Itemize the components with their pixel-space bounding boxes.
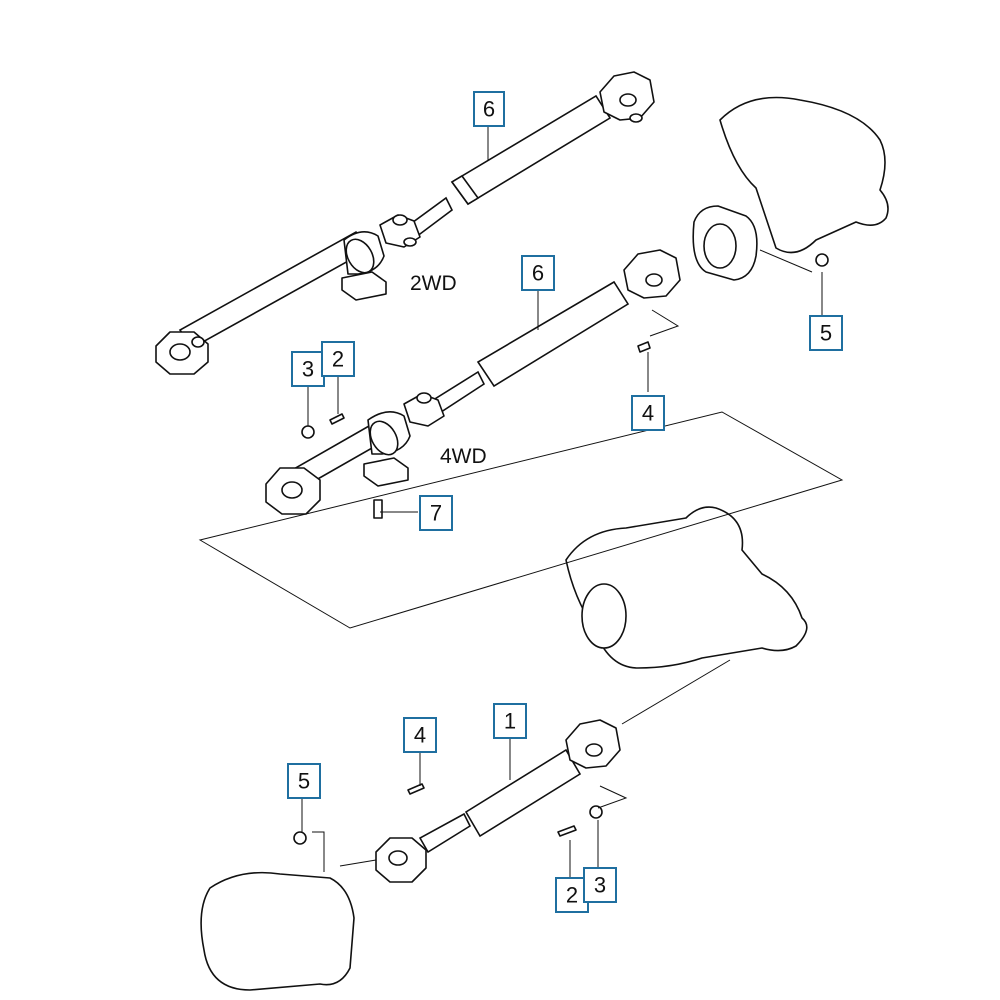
callout-5-bottom: 5: [287, 763, 321, 799]
callout-6-mid-label: 6: [532, 261, 544, 286]
callout-6-mid: 6: [521, 255, 555, 291]
callout-3-left: 3: [291, 351, 325, 387]
callout-2-left-label: 2: [332, 347, 344, 372]
callout-2-left: 2: [321, 341, 355, 377]
callout-3-bottom-label: 3: [594, 873, 606, 898]
four-wd-grouping-frame: [198, 411, 844, 629]
callout-1: 1: [493, 703, 527, 739]
callout-5-right-label: 5: [820, 321, 832, 346]
callout-4-mid-label: 4: [642, 401, 654, 426]
two-wd-propeller-shaft: [155, 71, 655, 375]
rear-differential-housing: [692, 96, 889, 281]
callout-5-right: 5: [809, 315, 843, 351]
four-wd-propeller-shaft: [265, 249, 681, 519]
callout-1-label: 1: [504, 709, 516, 734]
two-wd-label: 2WD: [410, 272, 457, 295]
callout-4-bottom-label: 4: [414, 723, 426, 748]
callout-6-top: 6: [473, 91, 505, 127]
four-wd-label: 4WD: [440, 445, 487, 468]
callout-6-top-label: 6: [483, 97, 495, 122]
callout-4-mid: 4: [631, 395, 665, 431]
callout-3-bottom: 3: [583, 867, 617, 903]
callout-3-left-label: 3: [302, 357, 314, 382]
callout-7-label: 7: [430, 501, 442, 526]
callout-4-bottom: 4: [403, 717, 437, 753]
callout-2-bottom: 2: [555, 877, 589, 913]
front-differential-housing: [200, 871, 355, 991]
callout-5-bottom-label: 5: [298, 769, 310, 794]
leader-lines: [301, 126, 823, 878]
callout-2-bottom-label: 2: [566, 883, 578, 908]
callout-7: 7: [419, 495, 453, 531]
transfer-case-housing: [565, 506, 808, 669]
front-propeller-shaft: [293, 719, 621, 883]
